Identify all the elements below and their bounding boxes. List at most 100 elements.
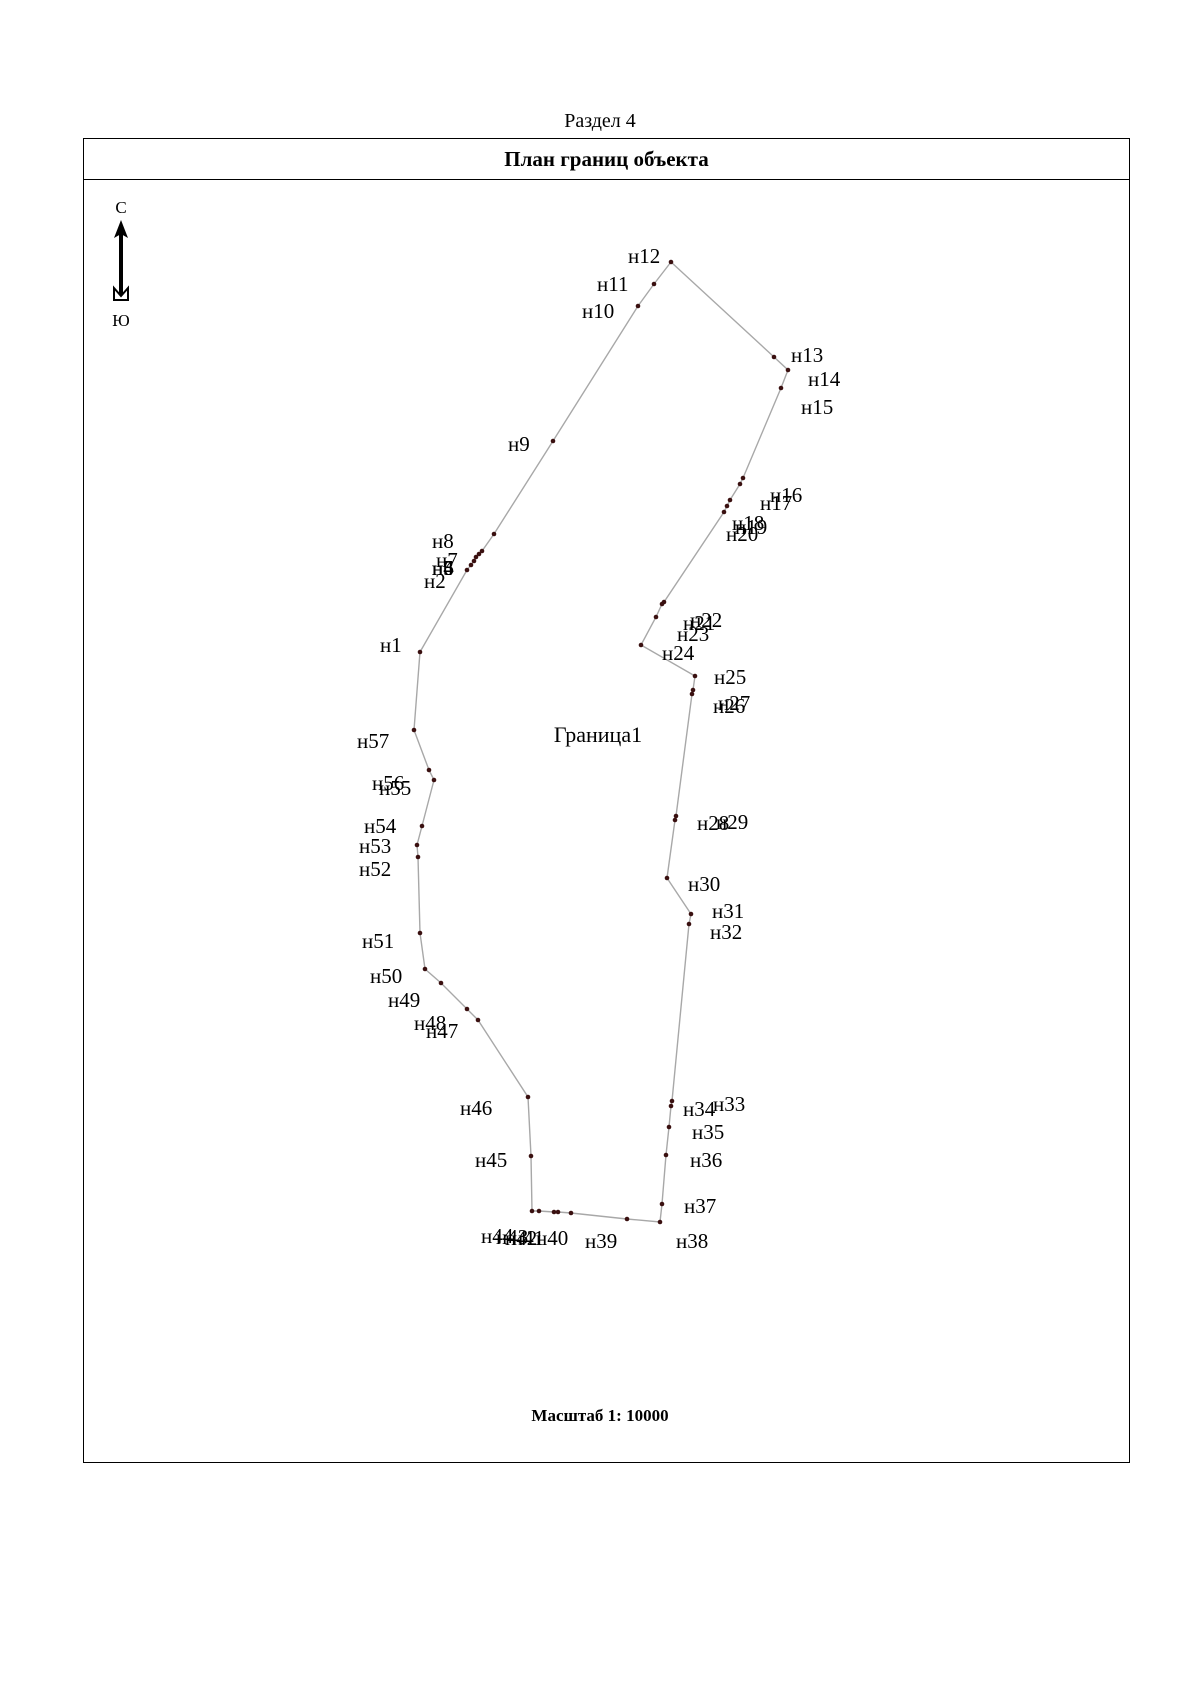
vertex-label-н43: н43 xyxy=(496,1225,528,1249)
vertex-label-н37: н37 xyxy=(684,1194,716,1218)
vertex-group xyxy=(411,259,791,1225)
vertex-н28 xyxy=(673,813,679,819)
vertex-н44 xyxy=(529,1208,535,1214)
vertex-label-н11: н11 xyxy=(597,272,628,296)
vertex-label-н48: н48 xyxy=(414,1011,446,1035)
compass-north-label: С xyxy=(115,198,126,217)
compass-south-label: Ю xyxy=(112,311,129,330)
vertex-label-н10: н10 xyxy=(582,299,614,323)
vertex-н4 xyxy=(471,558,477,564)
vertex-label-н49: н49 xyxy=(388,988,420,1012)
vertex-label-н21: н21 xyxy=(683,611,715,635)
vertex-н11 xyxy=(651,281,657,287)
north-arrow-icon: С Ю xyxy=(112,198,129,330)
vertex-н13 xyxy=(771,354,777,360)
vertex-н33 xyxy=(669,1098,675,1104)
vertex-н45 xyxy=(528,1153,534,1159)
plan-header: План границ объекта xyxy=(84,139,1129,180)
vertex-н37 xyxy=(659,1201,665,1207)
vertex-label-н13: н13 xyxy=(791,343,823,367)
vertex-н41 xyxy=(555,1209,561,1215)
vertex-label-н36: н36 xyxy=(690,1148,722,1172)
vertex-label-н44: н44 xyxy=(481,1224,514,1248)
vertex-label-н47: н47 xyxy=(426,1019,458,1043)
vertex-label-н25: н25 xyxy=(714,665,746,689)
vertex-н12 xyxy=(668,259,674,265)
vertex-н17 xyxy=(737,481,743,487)
vertex-label-н9: н9 xyxy=(508,432,530,456)
vertex-label-н42: н42 xyxy=(505,1226,537,1250)
vertex-н54 xyxy=(419,823,425,829)
vertex-label-н26: н26 xyxy=(713,694,745,718)
vertex-н47 xyxy=(475,1017,481,1023)
vertex-н15 xyxy=(778,385,784,391)
vertex-label-н3: н3 xyxy=(432,556,454,580)
vertex-label-н8: н8 xyxy=(432,529,454,553)
vertex-н53 xyxy=(414,842,420,848)
vertex-н6 xyxy=(476,551,482,557)
vertex-label-н53: н53 xyxy=(359,834,391,858)
vertex-label-н20: н20 xyxy=(726,522,758,546)
vertex-label-н51: н51 xyxy=(362,929,394,953)
vertex-н23 xyxy=(653,614,659,620)
vertex-н5 xyxy=(473,554,479,560)
vertex-label-н17: н17 xyxy=(760,491,792,515)
vertex-label-н38: н38 xyxy=(676,1229,708,1253)
vertex-label-н15: н15 xyxy=(801,395,833,419)
vertex-label-н27: н27 xyxy=(718,691,750,715)
vertex-label-н29: н29 xyxy=(716,810,748,834)
vertex-н57 xyxy=(411,727,417,733)
vertex-н14 xyxy=(785,367,791,373)
plan-frame: План границ объекта xyxy=(83,138,1130,1463)
vertex-н26 xyxy=(690,687,696,693)
vertex-label-н46: н46 xyxy=(460,1096,492,1120)
vertex-н38 xyxy=(657,1219,663,1225)
vertex-label-н30: н30 xyxy=(688,872,720,896)
vertex-label-н6: н6 xyxy=(432,556,454,580)
vertex-н43 xyxy=(536,1208,542,1214)
vertex-н7 xyxy=(479,548,485,554)
vertex-н46 xyxy=(525,1094,531,1100)
vertex-н10 xyxy=(635,303,641,309)
vertex-н9 xyxy=(550,438,556,444)
vertex-н35 xyxy=(666,1124,672,1130)
vertex-н20 xyxy=(721,509,727,515)
vertex-label-н32: н32 xyxy=(710,920,742,944)
boundary-polygon xyxy=(413,260,789,1223)
vertex-н25 xyxy=(692,673,698,679)
vertex-label-н57: н57 xyxy=(357,729,389,753)
vertex-н18 xyxy=(727,497,733,503)
area-label: Граница1 xyxy=(554,722,642,747)
vertex-label-н56: н56 xyxy=(372,771,404,795)
vertex-н55 xyxy=(431,777,437,783)
vertex-н3 xyxy=(468,562,474,568)
vertex-н32 xyxy=(686,921,692,927)
vertex-label-н4: н4 xyxy=(432,556,454,580)
vertex-н27 xyxy=(689,691,695,697)
vertex-н31 xyxy=(688,911,694,917)
vertex-label-н1: н1 xyxy=(380,633,402,657)
vertex-н56 xyxy=(426,767,432,773)
vertex-label-н34: н34 xyxy=(683,1097,716,1121)
vertex-н51 xyxy=(417,930,423,936)
vertex-label-group: н1н2н3н4н5н6н7н8н9н10н11н12н13н14н15н16н… xyxy=(357,244,841,1253)
vertex-н34 xyxy=(668,1103,674,1109)
vertex-н48 xyxy=(464,1006,470,1012)
vertex-label-н50: н50 xyxy=(370,964,402,988)
vertex-label-н24: н24 xyxy=(662,641,695,665)
vertex-label-н41: н41 xyxy=(512,1226,544,1250)
vertex-н24 xyxy=(638,642,644,648)
vertex-label-н55: н55 xyxy=(379,776,411,800)
vertex-н19 xyxy=(724,503,730,509)
vertex-label-н54: н54 xyxy=(364,814,397,838)
vertex-label-н7: н7 xyxy=(436,548,458,572)
vertex-label-н16: н16 xyxy=(770,483,802,507)
vertex-label-н28: н28 xyxy=(697,811,729,835)
vertex-label-н2: н2 xyxy=(424,569,446,593)
section-title: Раздел 4 xyxy=(564,110,636,132)
vertex-label-н39: н39 xyxy=(585,1229,617,1253)
vertex-н36 xyxy=(663,1152,669,1158)
vertex-label-н52: н52 xyxy=(359,857,391,881)
vertex-label-н31: н31 xyxy=(712,899,744,923)
vertex-н2 xyxy=(464,567,470,573)
